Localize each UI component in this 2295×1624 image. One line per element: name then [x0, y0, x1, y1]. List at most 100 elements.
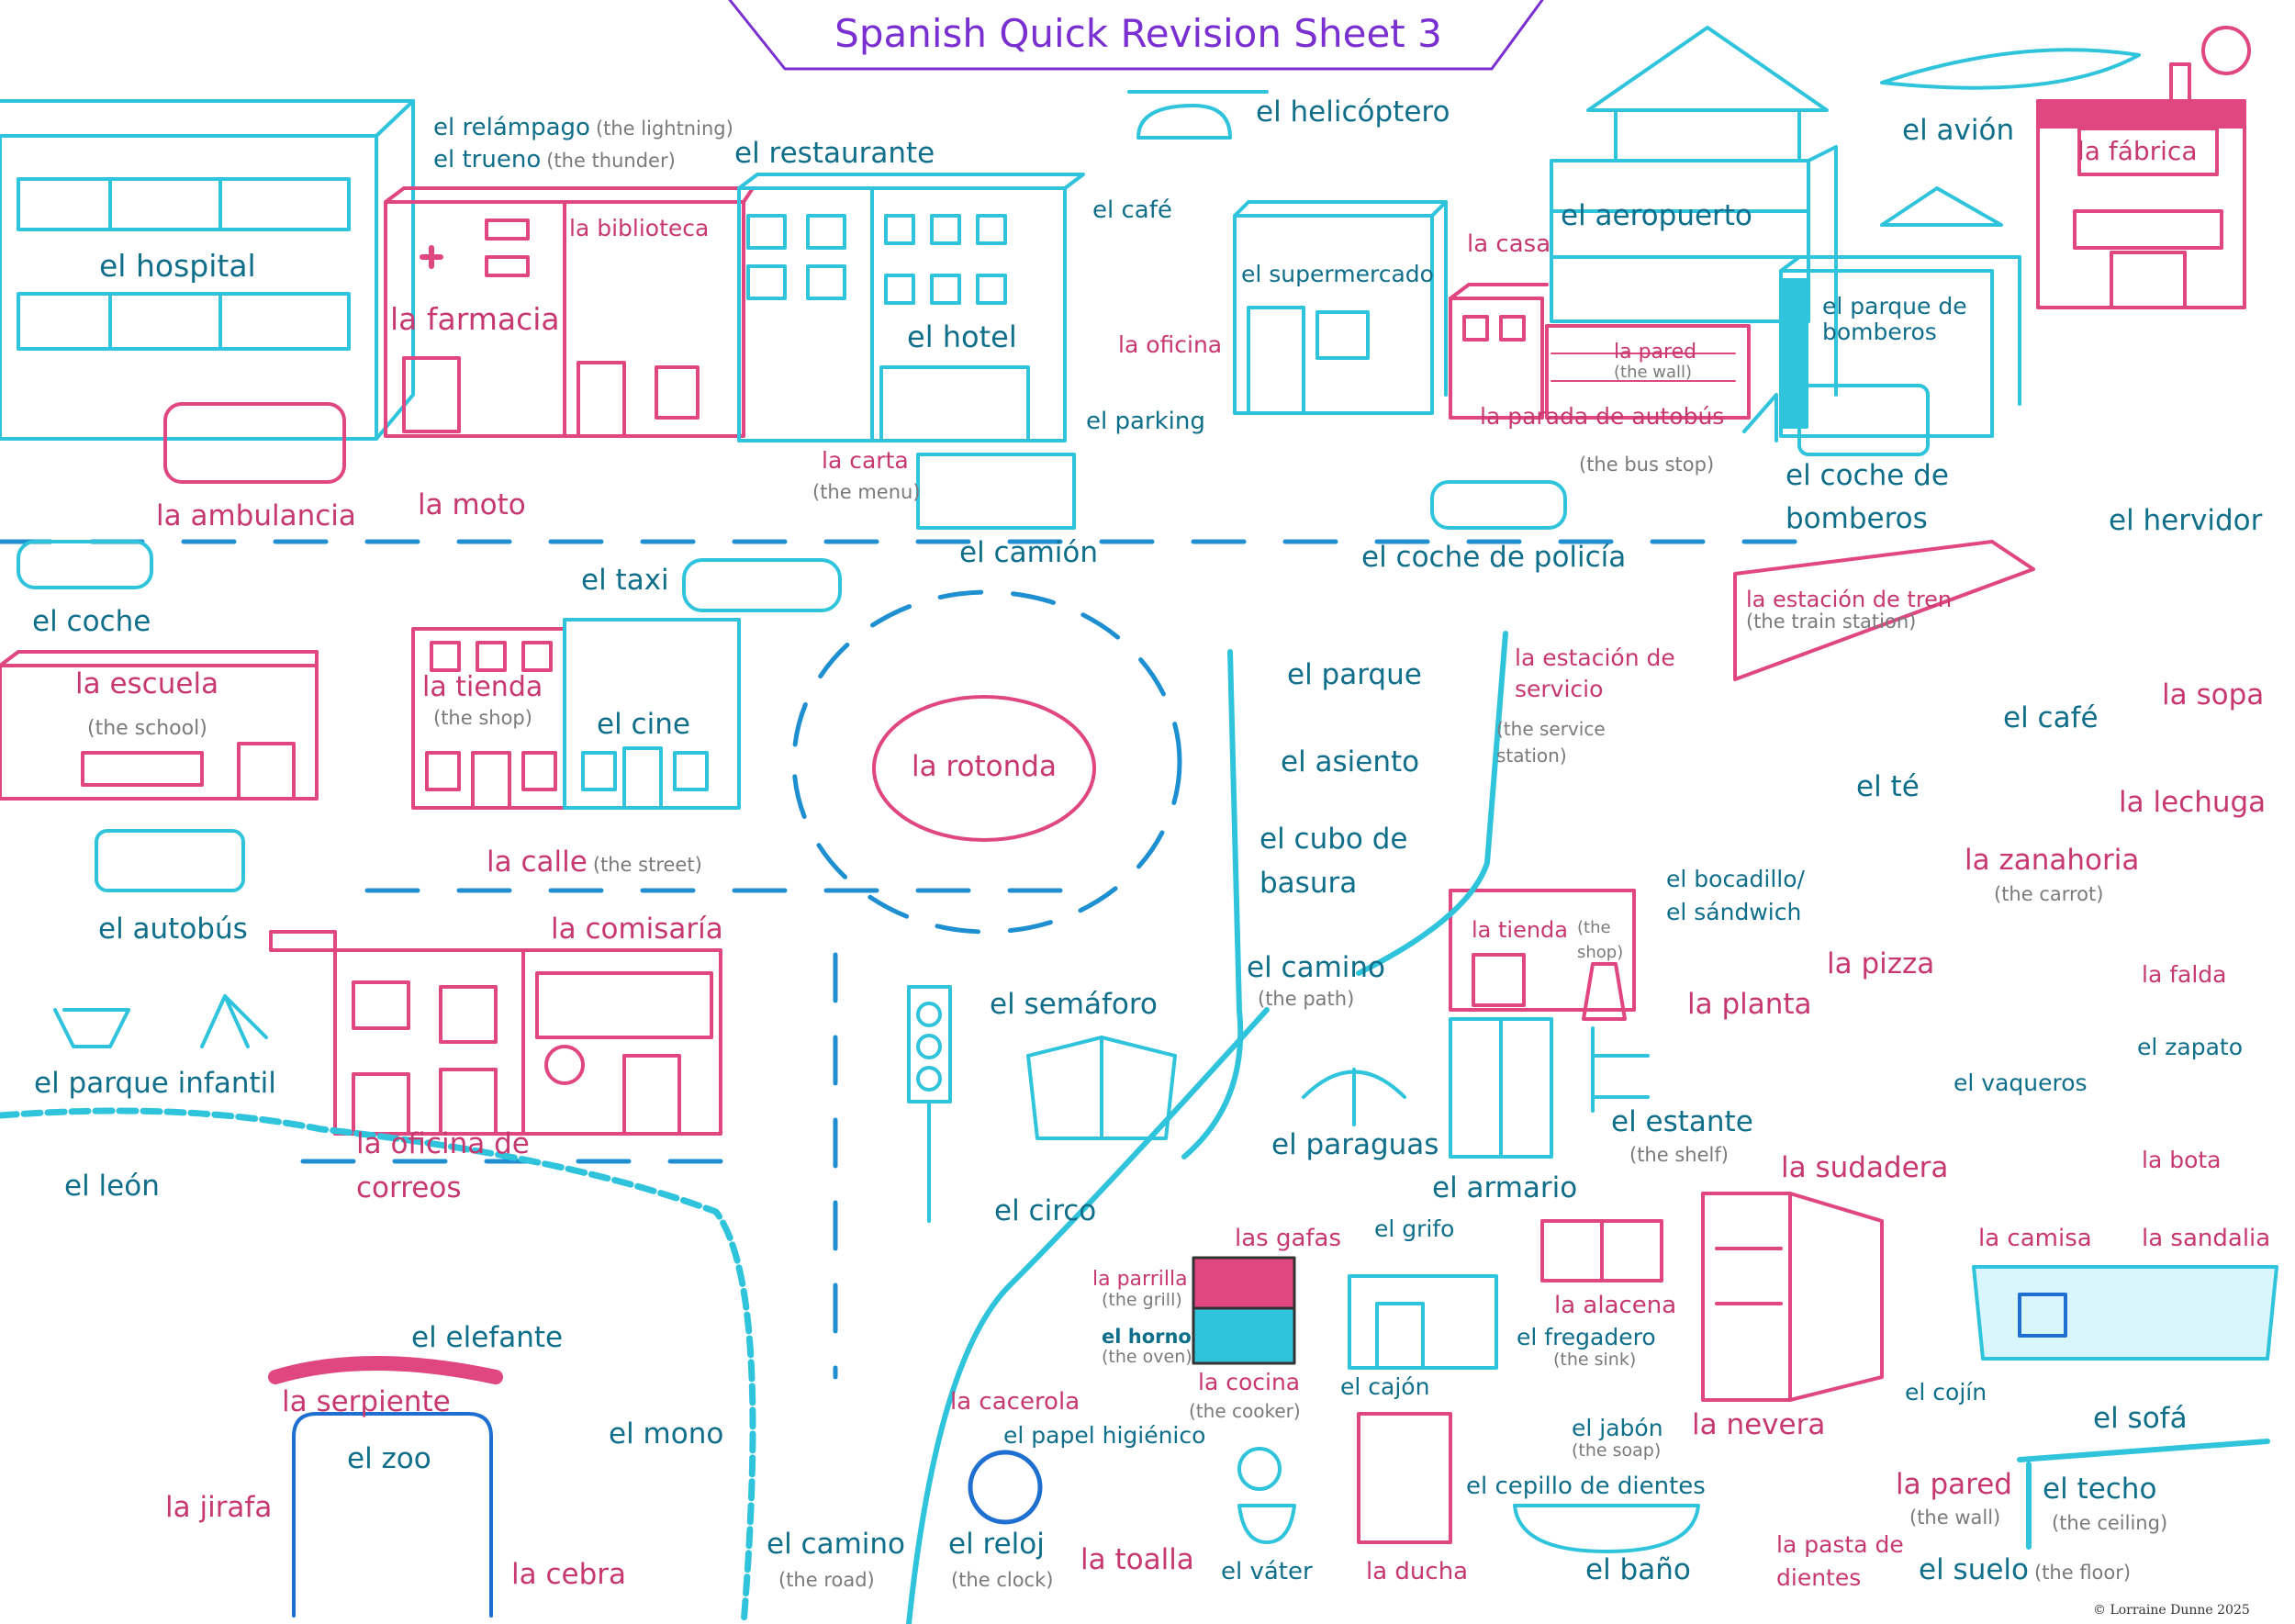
road-markings — [0, 539, 1839, 1380]
bus-shape — [95, 829, 245, 892]
label-cebra: la cebra — [511, 1558, 626, 1591]
title-frame — [728, 0, 1544, 71]
label-cocina: la cocina(the cooker) — [1189, 1369, 1301, 1422]
hospital-building — [0, 99, 415, 441]
label-lechuga: la lechuga — [2119, 786, 2267, 819]
label-estante-translation: (the shelf) — [1629, 1144, 1729, 1166]
label-autobus: el autobús — [98, 913, 248, 946]
label-carta-translation: (the menu) — [812, 481, 921, 503]
label-hervidor: el hervidor — [2109, 504, 2263, 537]
label-papel: el papel higiénico — [1003, 1422, 1206, 1449]
label-zapato: el zapato — [2137, 1034, 2244, 1060]
sofa — [1972, 1265, 2278, 1361]
label-jirafa: la jirafa — [165, 1491, 273, 1524]
label-mono: el mono — [609, 1417, 724, 1450]
circus-tent — [1026, 1036, 1177, 1140]
label-estante: el estante — [1611, 1105, 1753, 1138]
label-reloj: el reloj — [948, 1528, 1045, 1561]
label-pared-wall: la pared(the wall) — [1614, 341, 1697, 383]
ambulance-shape — [163, 402, 346, 484]
label-camino-road: el camino — [767, 1528, 906, 1561]
label-zanahoria-translation: (the carrot) — [1994, 883, 2104, 905]
label-fregadero: el fregadero(the sink) — [1517, 1324, 1656, 1370]
label-bota: la bota — [2142, 1147, 2222, 1173]
label-suelo: el suelo(the floor) — [1919, 1553, 2132, 1586]
label-farmacia: la farmacia — [390, 301, 560, 337]
label-te: el té — [1856, 770, 1920, 803]
label-trueno: el trueno(the thunder) — [433, 146, 676, 174]
label-asiento: el asiento — [1281, 745, 1420, 778]
label-toalla: la toalla — [1080, 1543, 1194, 1576]
fire-station-building — [1742, 186, 2021, 442]
car-shape — [17, 540, 153, 589]
page-title: Spanish Quick Revision Sheet 3 — [834, 11, 1442, 56]
umbrella — [1302, 1068, 1406, 1126]
label-camino-path-translation: (the path) — [1258, 988, 1355, 1010]
label-parrilla: la parrilla(the grill) — [1092, 1268, 1188, 1311]
label-falda: la falda — [2142, 961, 2227, 988]
label-coche-bomberos: el coche de bomberos — [1786, 459, 1949, 535]
clock — [968, 1450, 1043, 1525]
label-coche: el coche — [32, 605, 151, 638]
label-relampago: el relámpago(the lightning) — [433, 114, 733, 141]
label-camisa: la camisa — [1978, 1225, 2092, 1252]
police-station-building — [269, 930, 722, 1136]
label-aeropuerto: el aeropuerto — [1561, 199, 1752, 232]
label-hotel: el hotel — [907, 319, 1017, 354]
hotel-building — [737, 173, 1085, 442]
label-pasta: la pasta de dientes — [1776, 1531, 1904, 1592]
cupboard — [1540, 1219, 1663, 1282]
helicopter-shape — [1127, 90, 1269, 140]
label-cubo: el cubo de basura — [1259, 823, 1408, 901]
label-escuela-translation: (the school) — [87, 717, 207, 740]
label-coche-policia: el coche de policía — [1361, 541, 1627, 574]
label-avion: el avión — [1902, 114, 2015, 147]
snake — [268, 1356, 503, 1384]
factory-building — [2036, 26, 2251, 309]
label-cafe-drink: el café — [2003, 701, 2099, 734]
label-sopa: la sopa — [2162, 678, 2265, 711]
label-taxi: el taxi — [581, 564, 669, 597]
wardrobe — [1449, 1017, 1553, 1159]
label-bano: el baño — [1585, 1553, 1691, 1586]
label-paraguas: el paraguas — [1271, 1128, 1439, 1161]
label-carta: la carta — [822, 447, 909, 474]
label-cajon: el cajón — [1340, 1373, 1430, 1400]
toilet — [1237, 1447, 1296, 1544]
label-comisaria: la comisaría — [551, 913, 723, 946]
copyright-notice: © Lorraine Dunne 2025 — [2093, 1603, 2250, 1618]
label-cine: el cine — [597, 708, 690, 741]
label-cepillo: el cepillo de dientes — [1466, 1473, 1706, 1500]
label-planta: la planta — [1687, 988, 1812, 1021]
label-rotonda: la rotonda — [912, 750, 1057, 783]
sink-unit — [1348, 1274, 1498, 1370]
roundabout-centre — [872, 695, 1096, 842]
label-reloj-translation: (the clock) — [951, 1569, 1054, 1591]
label-supermercado: el supermercado — [1241, 261, 1434, 287]
cooker — [1192, 1256, 1296, 1365]
label-cacerola: la cacerola — [950, 1388, 1080, 1416]
supermarket-building — [1233, 200, 1448, 415]
label-leon: el león — [64, 1170, 160, 1203]
label-tienda2-translation: (the shop) — [1577, 918, 1624, 962]
label-restaurante: el restaurante — [734, 137, 935, 170]
label-circo: el circo — [994, 1194, 1097, 1227]
label-serpiente: la serpiente — [282, 1385, 451, 1418]
zoo-gate — [292, 1412, 493, 1618]
label-parking: el parking — [1086, 408, 1205, 435]
label-sofa: el sofá — [2093, 1402, 2188, 1435]
label-parada: la parada de autobús — [1480, 403, 1725, 430]
label-fabrica: la fábrica — [2077, 136, 2198, 166]
police-car-shape — [1430, 480, 1567, 530]
winding-road — [0, 1107, 756, 1624]
label-helicoptero: el helicóptero — [1256, 95, 1450, 129]
label-sudadera: la sudadera — [1781, 1151, 1949, 1184]
traffic-light — [907, 985, 952, 1223]
label-techo-translation: (the ceiling) — [2052, 1512, 2168, 1534]
park-path — [1181, 631, 1508, 1159]
label-parque-bomberos: el parque de bomberos — [1822, 293, 1967, 345]
label-semaforo: el semáforo — [990, 988, 1158, 1021]
bathtub — [1513, 1504, 1700, 1553]
label-elefante: el elefante — [411, 1321, 564, 1354]
